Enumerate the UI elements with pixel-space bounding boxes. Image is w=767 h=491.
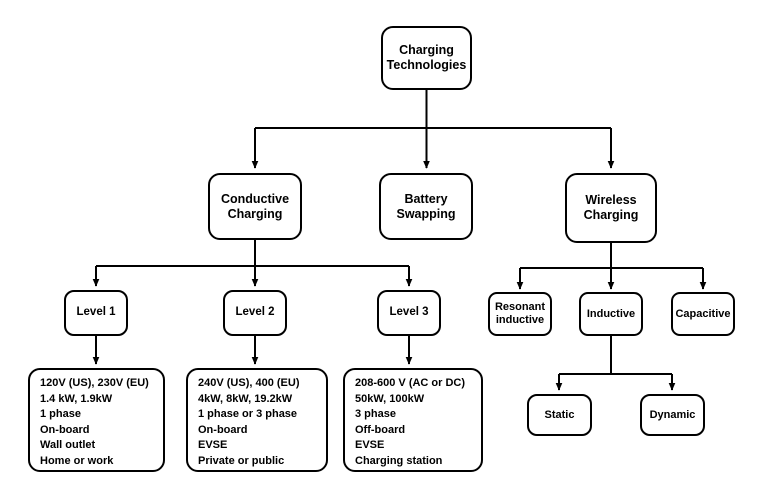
node-resonant-inductive[interactable]: Resonant inductive [488,292,552,336]
node-inductive[interactable]: Inductive [579,292,643,336]
node-conductive-charging[interactable]: Conductive Charging [208,173,302,240]
node-level-1[interactable]: Level 1 [64,290,128,336]
detail-line: EVSE [198,439,228,452]
detail-line: Charging station [355,455,443,468]
node-label: Level 2 [235,306,275,319]
node-label-line1: Wireless [585,193,637,208]
detail-line: Home or work [40,455,114,468]
detail-line: Wall outlet [40,439,96,452]
node-label: Level 3 [389,306,429,319]
details-level-2: 240V (US), 400 (EU) 4kW, 8kW, 19.2kW 1 p… [186,368,328,472]
detail-line: 240V (US), 400 (EU) [198,377,300,389]
detail-line: Private or public [198,455,285,468]
details-level-3: 208-600 V (AC or DC) 50kW, 100kW 3 phase… [343,368,483,472]
detail-line: 1 phase [40,408,81,421]
node-label: Inductive [586,307,636,320]
node-label: Static [544,408,575,421]
detail-line: 50kW, 100kW [355,392,425,405]
node-label: Capacitive [675,307,731,320]
detail-line: 1 phase or 3 phase [198,408,298,421]
detail-line: Off-board [355,423,406,436]
node-label-line2: inductive [495,314,545,326]
details-level-1: 120V (US), 230V (EU) 1.4 kW, 1.9kW 1 pha… [28,368,165,472]
node-label-line1: Charging [399,43,454,58]
node-label: Dynamic [649,408,696,421]
node-level-3[interactable]: Level 3 [377,290,441,336]
node-label-line2: Charging [227,206,283,221]
node-dynamic[interactable]: Dynamic [640,394,705,436]
node-label-line1: Conductive [220,191,290,206]
detail-line: EVSE [355,439,385,452]
node-label-line2: Technologies [386,58,467,72]
node-label-line1: Resonant [494,301,546,314]
node-wireless-charging[interactable]: Wireless Charging [565,173,657,243]
node-label-line2: Swapping [396,206,456,221]
detail-line: 1.4 kW, 1.9kW [40,392,113,405]
detail-line: 120V (US), 230V (EU) [40,377,149,389]
node-static[interactable]: Static [527,394,592,436]
detail-line: 4kW, 8kW, 19.2kW [198,392,293,405]
node-label-line1: Battery [404,191,448,206]
detail-line: 208-600 V (AC or DC) [355,377,466,389]
node-charging-technologies[interactable]: Charging Technologies [381,26,472,90]
node-battery-swapping[interactable]: Battery Swapping [379,173,473,240]
node-label: Level 1 [76,306,116,319]
detail-line: 3 phase [355,408,396,421]
node-capacitive[interactable]: Capacitive [671,292,735,336]
detail-line: On-board [40,423,90,436]
detail-line: On-board [198,423,248,436]
node-level-2[interactable]: Level 2 [223,290,287,336]
node-label-line2: Charging [583,208,639,222]
